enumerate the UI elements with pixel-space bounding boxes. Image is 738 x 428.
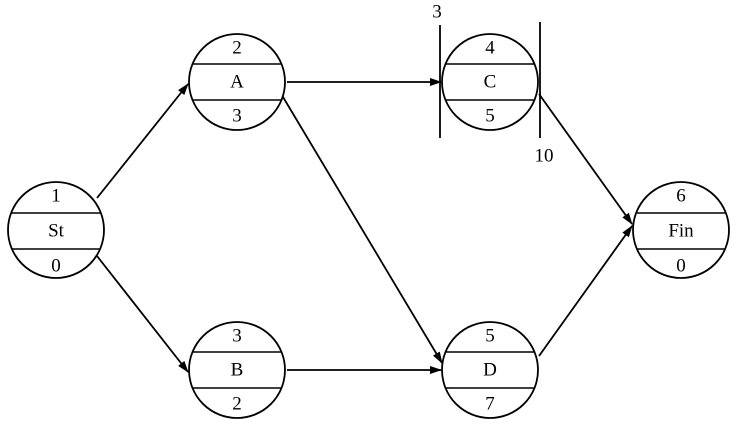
node-fin: 6 Fin 0 <box>632 181 730 279</box>
node-st-name: St <box>48 221 65 242</box>
node-st-duration: 0 <box>51 256 61 277</box>
node-a: 2 A 3 <box>188 33 286 131</box>
edge-st-a <box>96 83 189 199</box>
c-window-end-label: 10 <box>535 146 554 167</box>
node-c-name: C <box>484 72 497 93</box>
node-a-duration: 3 <box>232 106 242 127</box>
edge-d-fin <box>538 225 633 357</box>
edge-a-d <box>282 96 443 364</box>
node-st: 1 St 0 <box>7 181 105 279</box>
node-d: 5 D 7 <box>441 321 539 419</box>
node-fin-name: Fin <box>668 221 694 242</box>
node-c: 4 C 5 <box>441 33 539 131</box>
node-d-name: D <box>483 360 497 381</box>
node-b-duration: 2 <box>232 394 242 415</box>
node-c-circle <box>441 33 539 131</box>
node-d-circle <box>441 321 539 419</box>
node-b: 3 B 2 <box>188 321 286 419</box>
edge-st-b <box>96 255 189 373</box>
node-b-name: B <box>231 360 244 381</box>
node-fin-early-start: 6 <box>676 186 686 207</box>
node-a-name: A <box>230 72 244 93</box>
edge-c-fin <box>538 93 633 225</box>
node-a-circle <box>188 33 286 131</box>
node-st-circle <box>7 181 105 279</box>
c-window-start-label: 3 <box>432 2 442 23</box>
node-fin-duration: 0 <box>676 256 686 277</box>
node-b-early-start: 3 <box>232 326 242 347</box>
node-c-duration: 5 <box>485 106 495 127</box>
c-time-window: 3 10 <box>432 2 553 167</box>
node-d-early-start: 5 <box>485 326 495 347</box>
node-a-early-start: 2 <box>232 38 242 59</box>
node-c-early-start: 4 <box>485 38 495 59</box>
node-fin-circle <box>632 181 730 279</box>
node-b-circle <box>188 321 286 419</box>
node-d-duration: 7 <box>485 394 495 415</box>
node-st-early-start: 1 <box>51 186 61 207</box>
edges <box>96 78 633 374</box>
